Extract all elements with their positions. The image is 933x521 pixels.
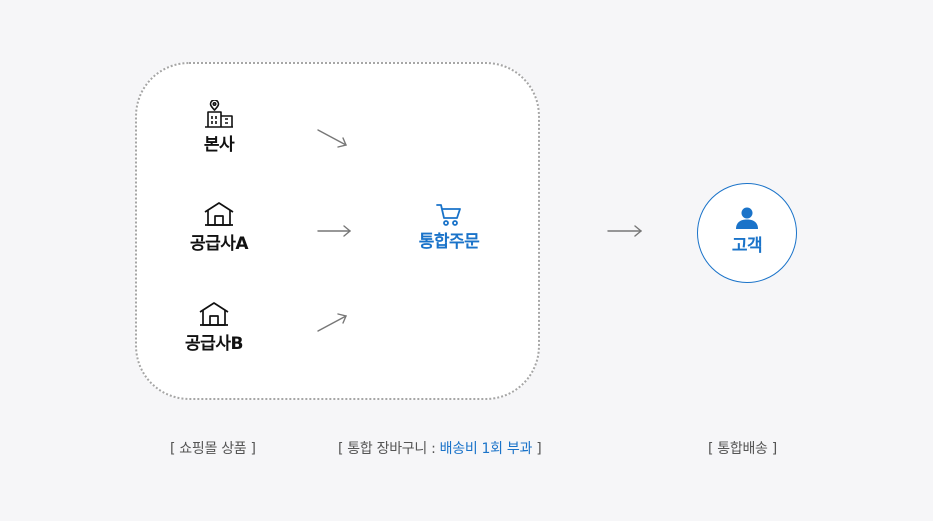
- hq-building-location-icon: [205, 100, 233, 128]
- user-icon: [736, 207, 758, 229]
- source-hq-label: 본사: [203, 135, 235, 155]
- caption-integrated-cart: [ 통합 장바구니 : 배송비 1회 부과 ]: [338, 438, 542, 458]
- source-supplier-a-label: 공급사A: [189, 234, 249, 254]
- source-supplier-a: 공급사A: [159, 201, 279, 254]
- cart-icon: [436, 204, 461, 226]
- caption-cart-prefix: [ 통합 장바구니 :: [338, 441, 440, 457]
- source-supplier-b: 공급사B: [154, 301, 274, 354]
- arrow-up-right-icon: [317, 313, 347, 332]
- customer-node: 고객: [697, 183, 797, 283]
- caption-cart-suffix: ]: [532, 441, 542, 457]
- warehouse-icon: [204, 202, 234, 226]
- source-hq: 본사: [159, 100, 279, 155]
- caption-shopping-mall: [ 쇼핑몰 상품 ]: [170, 441, 256, 457]
- hub-label: 통합주문: [418, 232, 480, 252]
- hub-integrated-order: 통합주문: [389, 203, 509, 252]
- arrow-right-icon: [317, 225, 352, 237]
- caption-cart-highlight: 배송비 1회 부과: [439, 441, 533, 457]
- arrow-right-icon: [607, 225, 643, 237]
- customer-label: 고객: [731, 236, 763, 256]
- arrow-down-right-icon: [317, 129, 347, 148]
- caption-integrated-delivery: [ 통합배송 ]: [708, 441, 777, 457]
- warehouse-icon: [199, 302, 229, 326]
- source-supplier-b-label: 공급사B: [185, 334, 243, 354]
